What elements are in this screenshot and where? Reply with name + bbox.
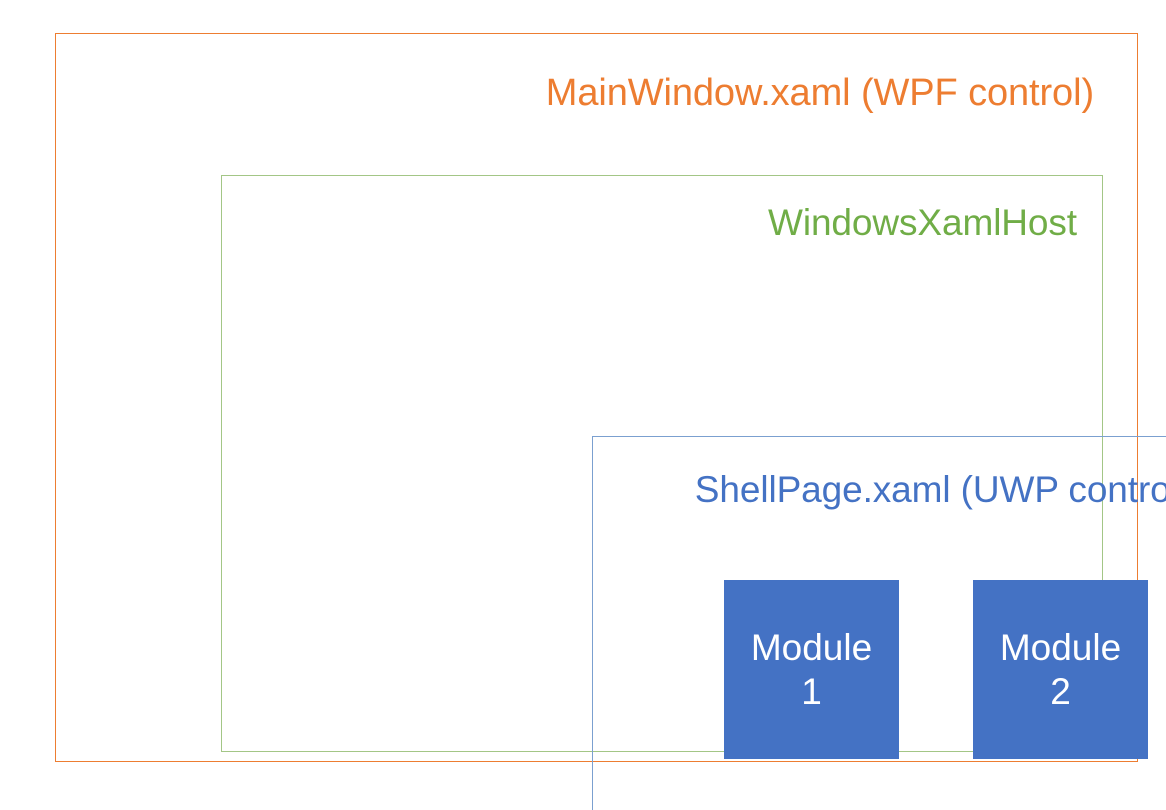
layer-label-shellpage: ShellPage.xaml (UWP control) [694, 469, 1166, 510]
layer-label-xamlhost: WindowsXamlHost [768, 202, 1077, 243]
layer-box-shellpage[interactable]: ShellPage.xaml (UWP control) Module 1 Mo… [592, 436, 1166, 810]
module-block-1[interactable]: Module 1 [724, 580, 899, 759]
module-2-number: 2 [1050, 670, 1071, 712]
module-1-number: 1 [801, 670, 822, 712]
layer-label-mainwindow: MainWindow.xaml (WPF control) [545, 72, 1094, 114]
layer-box-xamlhost[interactable]: WindowsXamlHost ShellPage.xaml (UWP cont… [221, 175, 1166, 810]
module-2-name: Module [999, 626, 1122, 668]
module-block-2[interactable]: Module 2 [973, 580, 1148, 759]
layer-box-mainwindow[interactable]: MainWindow.xaml (WPF control) WindowsXam… [55, 33, 1166, 810]
module-1-name: Module [750, 626, 873, 668]
